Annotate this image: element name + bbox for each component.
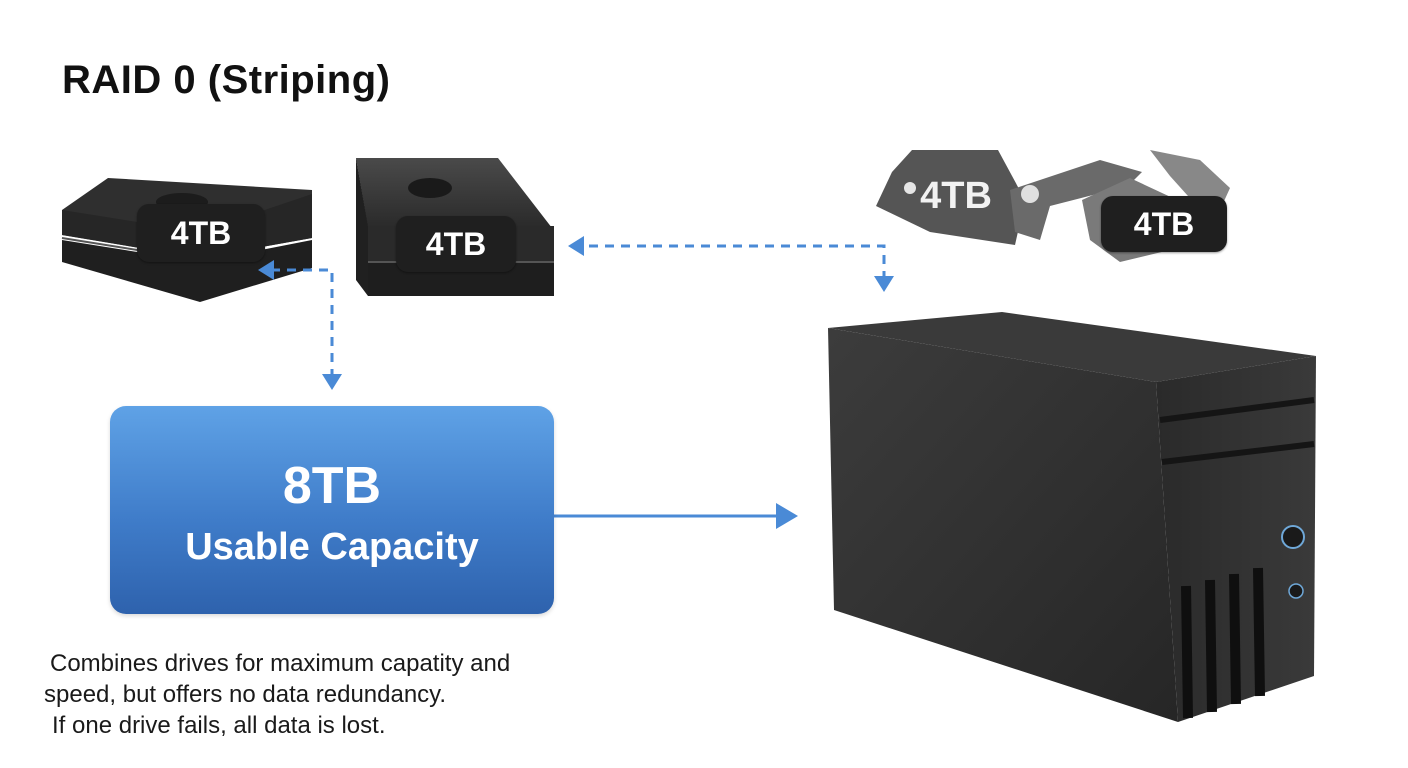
power-button-icon	[1281, 525, 1305, 549]
description-line: speed, but offers no data redundancy.	[44, 681, 447, 708]
description-line: If one drive fails, all data is lost.	[52, 712, 386, 739]
usable-capacity-box: 8TB Usable Capacity	[110, 406, 554, 614]
dashed-arrow-to-capacity	[272, 268, 334, 378]
dashed-arrow-between-drives	[584, 244, 886, 280]
failed-drive-capacity-label: 4TB	[920, 174, 992, 217]
drive-capacity-badge: 4TB	[137, 204, 265, 262]
status-led-icon	[1288, 583, 1304, 599]
diagram-title: RAID 0 (Striping)	[62, 58, 391, 102]
drive-capacity-badge: 4TB	[1101, 196, 1227, 252]
capacity-value: 8TB	[282, 457, 382, 515]
capacity-label: Usable Capacity	[185, 526, 479, 568]
raid-description: Combines drives for maximum capatity and…	[44, 648, 510, 741]
data-flow-arrows	[258, 236, 894, 529]
description-line: Combines drives for maximum capatity and	[50, 650, 511, 677]
drive-capacity-badge: 4TB	[396, 216, 516, 272]
nas-enclosure	[828, 312, 1316, 722]
